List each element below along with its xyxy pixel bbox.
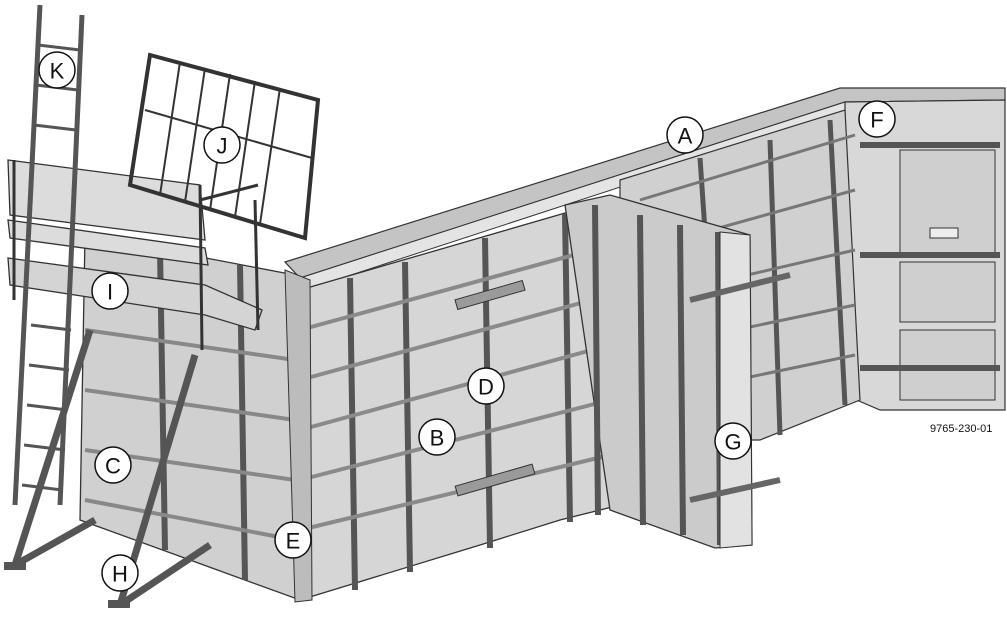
svg-text:A: A [678,124,693,149]
svg-text:F: F [870,108,883,133]
callout-a: A [666,116,704,154]
svg-text:J: J [217,134,228,159]
svg-text:D: D [478,375,494,400]
svg-text:G: G [724,430,741,455]
callout-b: B [418,418,456,456]
svg-text:C: C [105,454,121,479]
callout-h: H [101,554,139,592]
callout-e: E [274,521,312,559]
callout-i: I [91,272,129,310]
figure-code: 9765-230-01 [930,423,992,435]
svg-text:B: B [430,426,445,451]
svg-text:E: E [286,529,301,554]
platform [7,159,263,351]
callout-f: F [858,100,896,138]
corner-wall-panels [564,194,791,549]
callout-d: D [467,367,505,405]
callout-g: G [714,422,752,460]
callout-k: K [38,51,76,89]
callout-c: C [94,446,132,484]
callout-j: J [203,126,241,164]
svg-text:H: H [112,562,128,587]
svg-text:I: I [107,280,113,305]
far-wall-panels [844,99,1006,411]
main-wall-panels [299,199,621,601]
svg-text:K: K [50,59,65,84]
